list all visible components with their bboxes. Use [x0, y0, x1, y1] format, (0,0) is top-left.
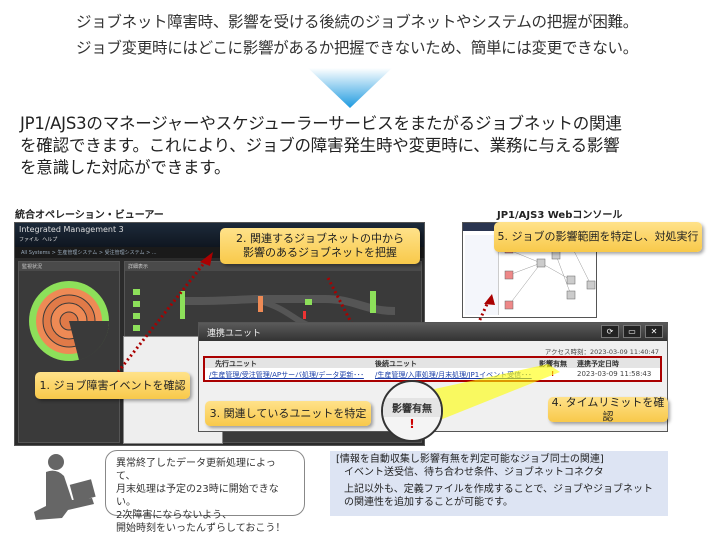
speech-line: 異常終了したデータ更新処理によって、	[116, 458, 276, 482]
menu-file[interactable]: ファイル	[19, 237, 40, 243]
monitoring-pane-title: 監視状況	[19, 262, 119, 271]
viewer-label: 統合オペレーション・ビューアー	[15, 210, 164, 221]
solution-line-2: を確認できます。これにより、ジョブの障害発生時や変更時に、業務に与える影響	[20, 136, 620, 155]
col-impact[interactable]: 影響有無	[539, 360, 567, 368]
speech-line: 開始時刻をいったんずらしておこう！	[116, 523, 286, 534]
refresh-icon[interactable]: ⟳	[601, 325, 619, 338]
menu-help[interactable]: ヘルプ	[42, 237, 58, 243]
magnifier-header: 影響有無	[383, 398, 441, 417]
problem-line-1: ジョブネット障害時、影響を受ける後続のジョブネットやシステムの把握が困難。	[76, 13, 638, 31]
dialog-titlebar: 連携ユニット ⟳ ▭ ✕	[199, 323, 667, 341]
scheduled-time: 2023-03-09 11:58:43	[577, 370, 652, 378]
callout-step-1: 1. ジョブ障害イベントを確認	[35, 372, 190, 399]
following-unit-link[interactable]: /生産管理/入庫処理/月末処理/JP1イベント受信･･･	[375, 371, 532, 379]
speech-line: 月末処理は予定の23時に開始できない。	[116, 484, 279, 508]
preceding-unit-link[interactable]: /生産管理/受注管理/APサーバ処理/データ更新･･･	[209, 371, 364, 379]
callout-step-4: 4. タイムリミットを確認	[548, 396, 668, 423]
impact-alert-icon: !	[551, 370, 555, 378]
solution-text: JP1/AJS3のマネージャーやスケジューラーサービスをまたがるジョブネットの関…	[20, 113, 710, 179]
info-heading: [情報を自動収集し影響有無を判定可能なジョブ同士の関連]	[336, 454, 604, 465]
callout-step-2: 2. 関連するジョブネットの中から 影響のあるジョブネットを把握	[220, 228, 420, 264]
close-icon[interactable]: ✕	[645, 325, 663, 338]
callout-step-5: 5. ジョブの影響範囲を特定し、対処実行	[494, 222, 702, 252]
solution-line-1: JP1/AJS3のマネージャーやスケジューラーサービスをまたがるジョブネットの関…	[20, 114, 622, 133]
info-box: [情報を自動収集し影響有無を判定可能なジョブ同士の関連] イベント送受信、待ち合…	[330, 451, 668, 516]
callout-2-line-1: 2. 関連するジョブネットの中から	[236, 232, 404, 245]
dialog-title: 連携ユニット	[207, 329, 262, 339]
viewer-breadcrumb[interactable]: All Systems > 生産管理システム > 受注管理システム > ...	[15, 247, 424, 258]
table-header: 先行ユニット 後続ユニット 影響有無 連携予定日時	[205, 358, 660, 368]
callout-2-line-2: 影響のあるジョブネットを把握	[243, 246, 397, 259]
col-following[interactable]: 後続ユニット	[375, 360, 417, 368]
sunburst-chart[interactable]	[19, 271, 119, 361]
callout-step-3: 3. 関連しているユニットを特定	[205, 401, 371, 426]
info-note: 上記以外も、定義ファイルを作成することで、ジョブやジョブネットの関連性を追加する…	[344, 484, 653, 508]
operator-silhouette-icon	[34, 454, 96, 520]
linked-unit-table: 先行ユニット 後続ユニット 影響有無 連携予定日時 /生産管理/受注管理/APサ…	[203, 356, 662, 382]
operator-speech-bubble: 異常終了したデータ更新処理によって、 月末処理は予定の23時に開始できない。 2…	[105, 450, 305, 534]
viewer-app-title: Integrated Management 3	[19, 225, 124, 234]
webconsole-label: JP1/AJS3 Webコンソール	[497, 210, 623, 221]
info-types: イベント送受信、待ち合わせ条件、ジョブネットコネクタ	[344, 467, 604, 478]
down-arrow-icon	[308, 68, 392, 108]
speech-line: 2次障害にならないよう、	[116, 510, 233, 521]
maximize-icon[interactable]: ▭	[623, 325, 641, 338]
col-preceding[interactable]: 先行ユニット	[215, 360, 257, 368]
magnifier-circle: 影響有無 !	[381, 380, 443, 442]
solution-line-3: を意識した対応ができます。	[20, 158, 231, 177]
magnifier-alert-icon: !	[409, 417, 415, 431]
access-time: アクセス時刻：2023-03-09 11:40:47	[544, 348, 659, 356]
col-scheduled[interactable]: 連携予定日時	[577, 360, 619, 368]
table-row: /生産管理/受注管理/APサーバ処理/データ更新･･･ /生産管理/入庫処理/月…	[205, 370, 660, 380]
problem-line-2: ジョブ変更時にはどこに影響があるか把握できないため、簡単には変更できない。	[76, 39, 638, 57]
monitoring-pane: 監視状況	[18, 261, 120, 443]
